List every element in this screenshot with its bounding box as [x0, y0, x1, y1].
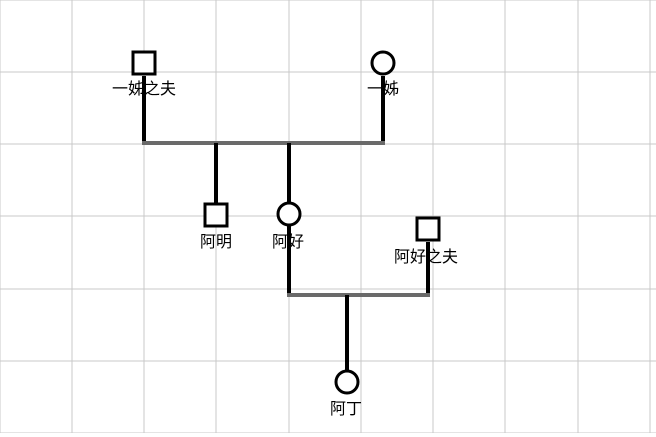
female-symbol-ahao — [276, 201, 302, 227]
person-label-ahao: 阿好 — [271, 232, 305, 251]
person-label-yizi: 一姊 — [366, 79, 400, 98]
male-symbol-ahao-zhifu — [415, 216, 441, 242]
person-label-aming: 阿明 — [199, 232, 233, 251]
female-symbol-ading — [334, 369, 360, 395]
male-symbol-yizi-zhifu — [131, 50, 157, 76]
person-label-ading: 阿丁 — [329, 399, 363, 418]
person-label-yizi-zhifu: 一姊之夫 — [111, 79, 177, 98]
male-symbol-aming — [203, 202, 229, 228]
person-label-ahao-zhifu: 阿好之夫 — [393, 247, 459, 266]
female-symbol-yizi — [370, 50, 396, 76]
